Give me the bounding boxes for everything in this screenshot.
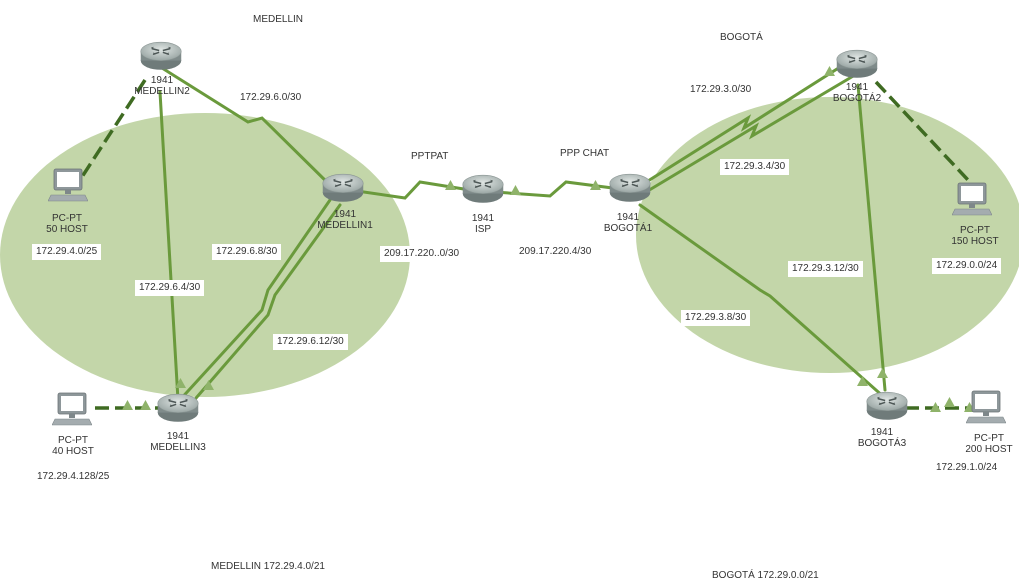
router-model: 1941: [870, 427, 894, 438]
pc-icon[interactable]: [966, 390, 1006, 424]
link-bogota1-bogota2-a[interactable]: [638, 60, 850, 188]
pc-type: PC-PT: [58, 435, 88, 446]
pc-type: PC-PT: [974, 433, 1004, 444]
link-bogota2-bogota3[interactable]: [856, 83, 887, 392]
network-label: 172.29.6.4/30: [135, 280, 205, 296]
router-model: 1941: [845, 82, 869, 93]
router-model: 1941: [166, 431, 190, 442]
pc-type: PC-PT: [960, 225, 990, 236]
link-medellin1-medellin3-a[interactable]: [176, 198, 332, 404]
router-model: 1941: [616, 212, 640, 223]
router-name: ISP: [474, 224, 492, 235]
network-label: 209.17.220.4/30: [515, 244, 596, 260]
link-medellin1-isp[interactable]: [348, 180, 472, 200]
router-model: 1941: [150, 75, 174, 86]
network-label: 172.29.0.0/24: [932, 258, 1002, 274]
router-name: BOGOTÁ2: [832, 93, 882, 104]
pc-type: PC-PT: [52, 213, 82, 224]
pc-hosts: 50 HOST: [46, 224, 88, 235]
pc-icon[interactable]: [48, 168, 88, 202]
router-icon[interactable]: [609, 173, 651, 203]
network-label: 172.29.3.4/30: [720, 159, 790, 175]
link-bogota1-bogota3[interactable]: [638, 203, 887, 400]
network-label: 172.29.4.0/25: [32, 244, 102, 260]
router-name: MEDELLIN2: [134, 86, 190, 97]
router-icon[interactable]: [866, 391, 908, 421]
router-label-bogota3: 1941 BOGOTÁ3: [858, 427, 906, 449]
link-medellin2-medellin3[interactable]: [158, 90, 180, 402]
pc-label-medellin2: PC-PT 50 HOST: [46, 213, 88, 235]
pc-icon[interactable]: [52, 392, 92, 426]
pc-icon[interactable]: [952, 182, 992, 216]
router-icon[interactable]: [322, 173, 364, 203]
router-label-isp: 1941 ISP: [472, 213, 494, 235]
router-model: 1941: [471, 213, 495, 224]
network-label: 172.29.3.0/30: [686, 82, 756, 98]
router-icon[interactable]: [140, 41, 182, 71]
link-medellin2-medellin1[interactable]: [160, 66, 337, 192]
pc-hosts: 150 HOST: [951, 236, 999, 247]
link-bogota2-pc[interactable]: [874, 80, 970, 182]
router-label-medellin2: 1941 MEDELLIN2: [134, 75, 190, 97]
network-label: 209.17.220..0/30: [380, 246, 464, 262]
router-label-bogota2: 1941 BOGOTÁ2: [833, 82, 881, 104]
pc-hosts: 200 HOST: [965, 444, 1013, 455]
router-label-bogota1: 1941 BOGOTÁ1: [604, 212, 652, 234]
region-summary-bogota: BOGOTÁ 172.29.0.0/21: [712, 570, 819, 581]
router-name: BOGOTÁ3: [857, 438, 907, 449]
router-icon[interactable]: [157, 393, 199, 423]
medellin-area: [0, 113, 410, 397]
router-icon[interactable]: [836, 49, 878, 79]
network-label: 172.29.1.0/24: [936, 462, 998, 473]
link-label-pptpat: PPTPAT: [411, 151, 449, 162]
network-label: 172.29.4.128/25: [37, 471, 110, 482]
link-medellin1-medellin3-b[interactable]: [188, 203, 342, 407]
region-title-medellin: MEDELLIN: [253, 14, 304, 25]
region-title-bogota: BOGOTÁ: [720, 32, 763, 43]
router-name: MEDELLIN3: [150, 442, 206, 453]
router-label-medellin1: 1941 MEDELLIN1: [317, 209, 373, 231]
network-label: 172.29.6.0/30: [236, 90, 306, 106]
pc-label-medellin3: PC-PT 40 HOST: [52, 435, 94, 457]
pc-label-bogota3: PC-PT 200 HOST: [965, 433, 1012, 455]
router-label-medellin3: 1941 MEDELLIN3: [150, 431, 206, 453]
router-name: MEDELLIN1: [317, 220, 373, 231]
link-bogota1-bogota2-b[interactable]: [644, 70, 862, 194]
router-name: BOGOTÁ1: [603, 223, 653, 234]
link-label-ppp-chat: PPP CHAT: [560, 148, 610, 159]
network-label: 172.29.6.12/30: [273, 334, 348, 350]
pc-hosts: 40 HOST: [52, 446, 94, 457]
router-model: 1941: [333, 209, 357, 220]
network-label: 172.29.3.12/30: [788, 261, 863, 277]
network-label: 172.29.6.8/30: [212, 244, 282, 260]
network-label: 172.29.3.8/30: [681, 310, 751, 326]
pc-label-bogota2: PC-PT 150 HOST: [951, 225, 998, 247]
region-summary-medellin: MEDELLIN 172.29.4.0/21: [211, 561, 325, 572]
router-icon[interactable]: [462, 174, 504, 204]
